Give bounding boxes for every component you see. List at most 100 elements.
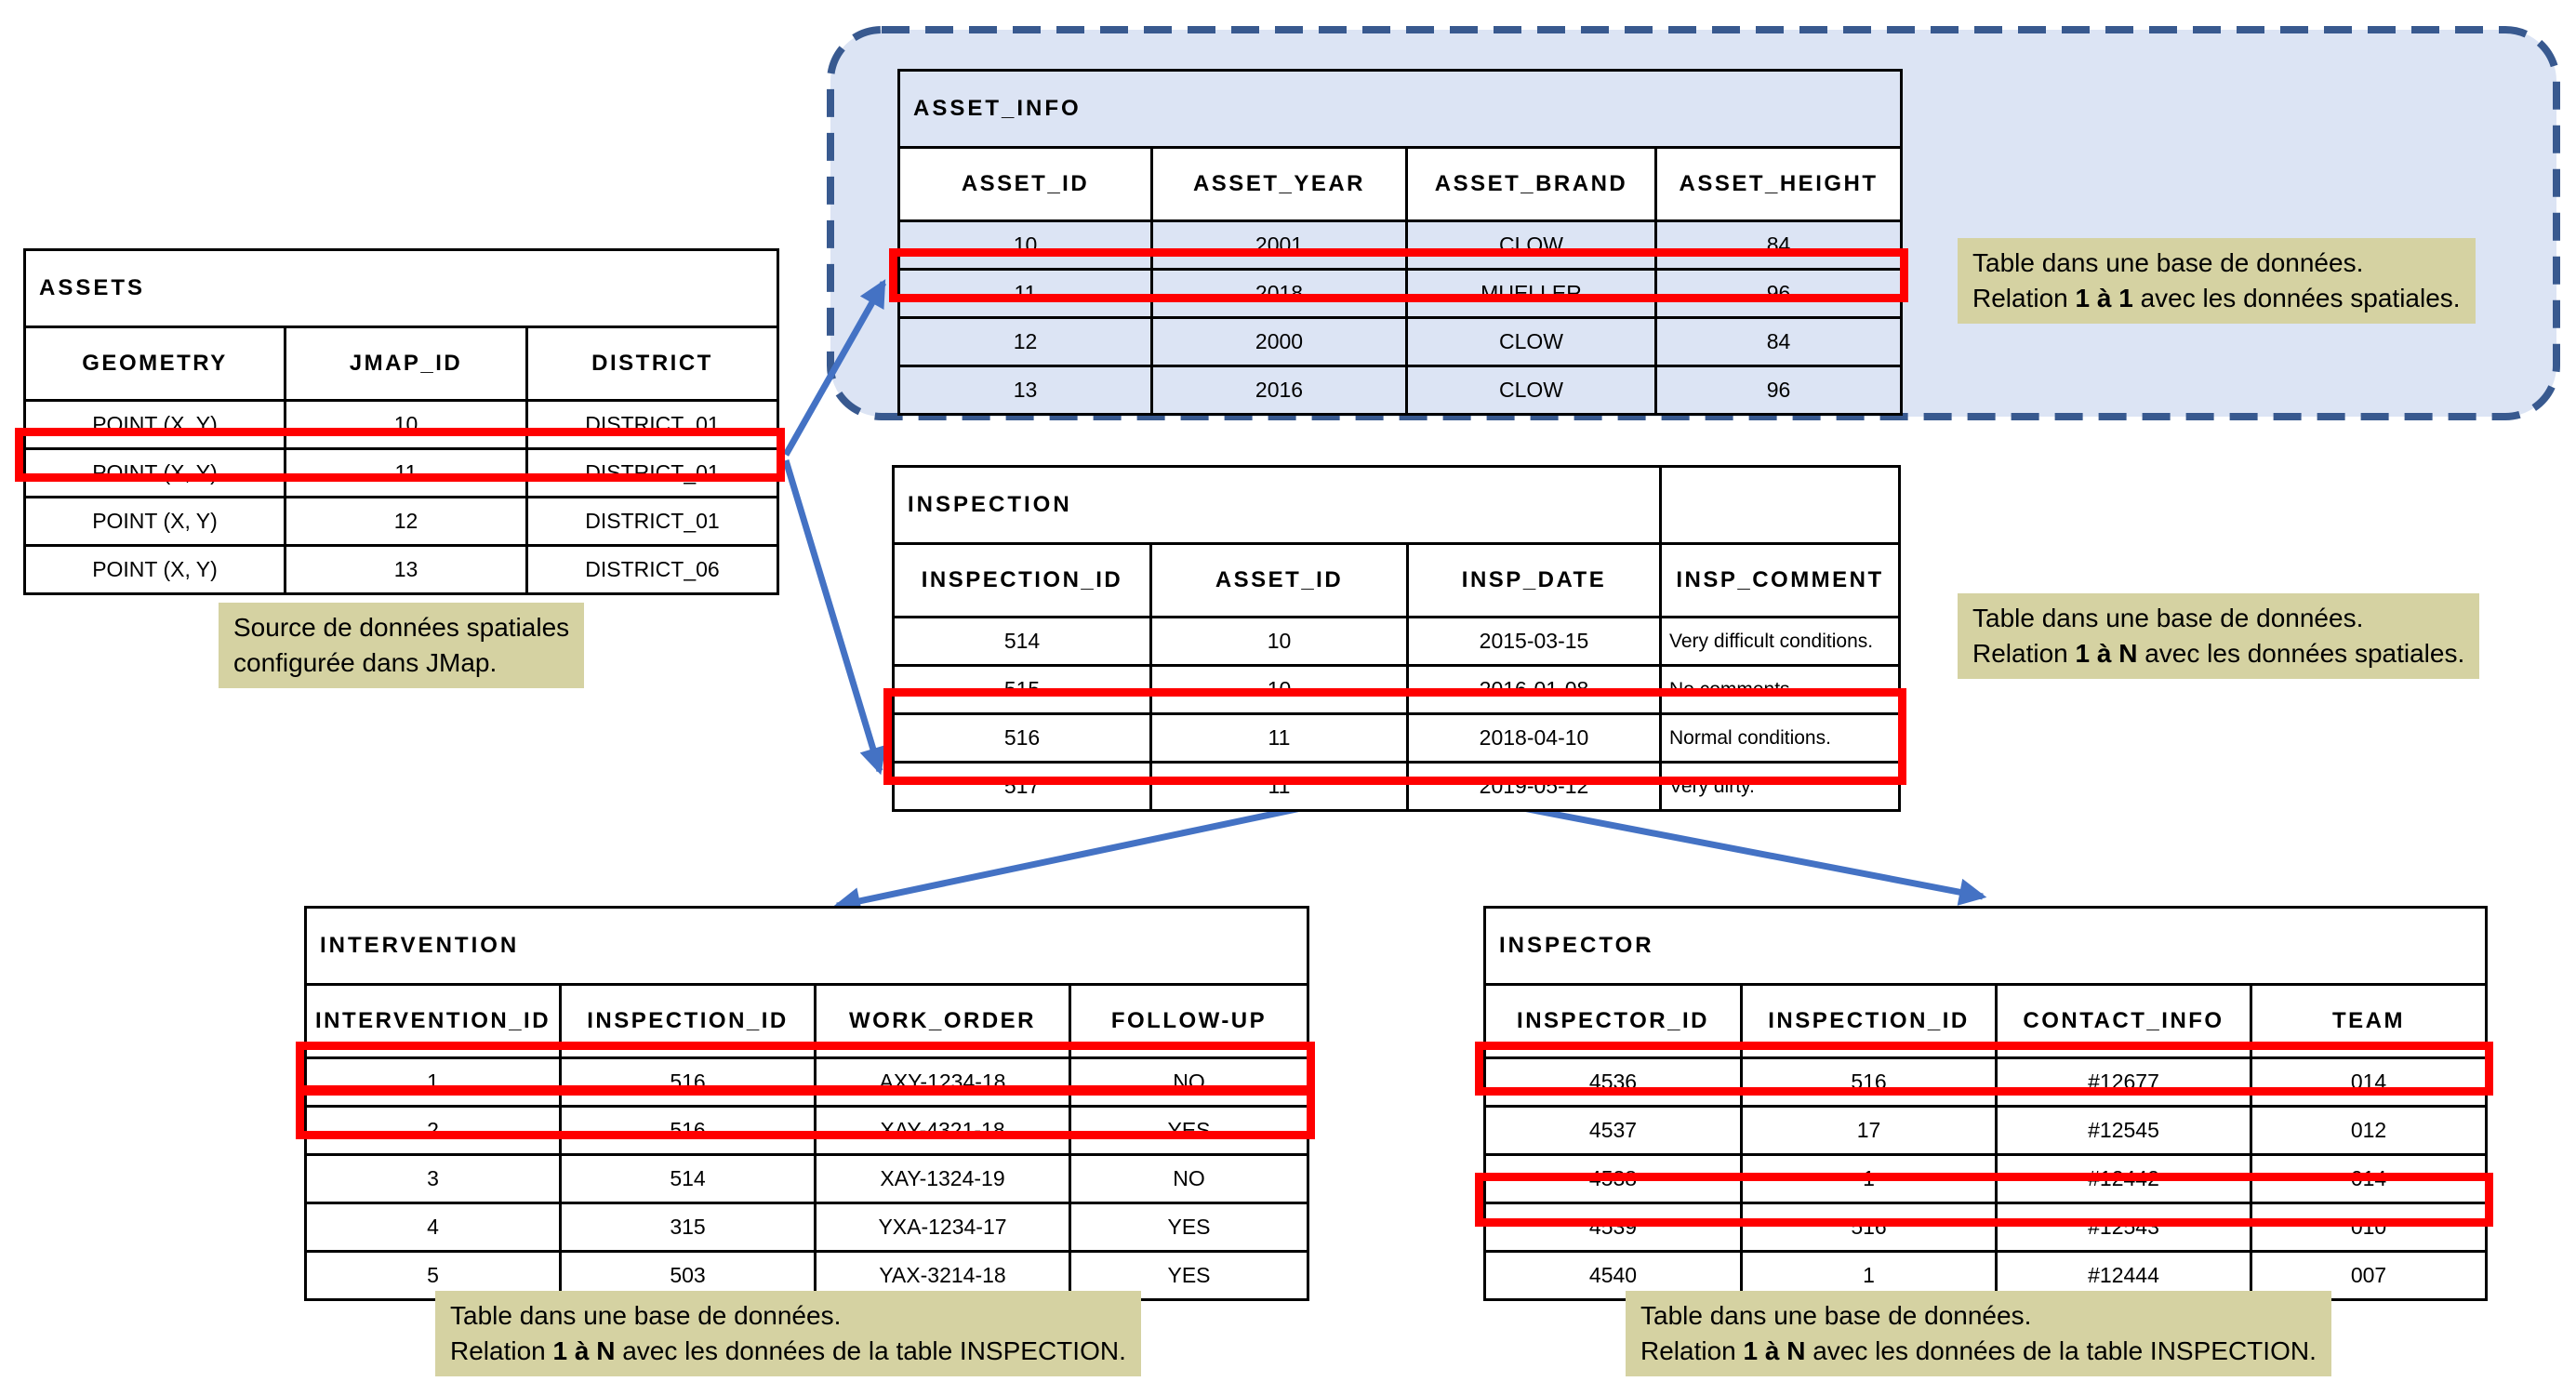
column-header: CONTACT_INFO <box>1995 983 2252 1059</box>
asset-info-table-title: ASSET_INFO <box>896 69 1904 149</box>
intervention-table-title: INTERVENTION <box>304 906 1309 986</box>
column-header: INSPECTOR_ID <box>1483 983 1743 1059</box>
arrow-assets-to-asset-info <box>782 279 887 457</box>
annotation-text: Relation <box>1972 639 2076 668</box>
table-cell: Very difficult conditions. <box>1659 616 1902 667</box>
table-cell: DISTRICT_06 <box>524 544 780 595</box>
table-cell: CLOW <box>1405 365 1657 416</box>
table-cell: 515 <box>892 664 1152 715</box>
table-cell: 1 <box>1740 1153 1998 1204</box>
table-cell: #12442 <box>1995 1153 2252 1204</box>
table-row: 13 2016 CLOW 96 <box>897 365 1904 416</box>
inspection-table: INSPECTION INSPECTION_ID ASSET_ID INSP_D… <box>891 465 1902 812</box>
annotation-line: Table dans une base de données. <box>1640 1301 2032 1330</box>
table-cell: 012 <box>2249 1105 2489 1156</box>
table-cell: 4537 <box>1483 1105 1743 1156</box>
table-cell: 10 <box>897 219 1153 271</box>
table-cell: No comments. <box>1659 664 1902 715</box>
annotation-text: Relation <box>450 1336 553 1365</box>
table-cell: 2019-05-12 <box>1405 761 1663 812</box>
column-header: ASSET_BRAND <box>1405 146 1657 222</box>
table-row: 4538 1 #12442 014 <box>1483 1153 2489 1204</box>
table-cell: 2 <box>304 1105 562 1156</box>
table-cell: 17 <box>1740 1105 1998 1156</box>
table-row: 3 514 XAY-1324-19 NO <box>304 1153 1309 1204</box>
column-header: INSP_COMMENT <box>1659 542 1902 618</box>
table-cell: 13 <box>284 544 528 595</box>
table-cell: #12545 <box>1995 1105 2252 1156</box>
annotation-line: Relation 1 à N avec les données spatiale… <box>1972 636 2464 671</box>
table-cell: 10 <box>284 399 528 450</box>
table-cell: 2018-04-10 <box>1405 712 1663 764</box>
annotation-text: avec les données de la table INSPECTION. <box>1805 1336 2317 1365</box>
table-row: 4 315 YXA-1234-17 YES <box>304 1202 1309 1253</box>
table-cell: CLOW <box>1405 219 1657 271</box>
annotation-text: Relation <box>1972 284 2076 312</box>
table-row: 11 2018 MUELLER 96 <box>897 268 1904 319</box>
table-cell: 4536 <box>1483 1056 1743 1108</box>
table-cell: Very dirty. <box>1659 761 1902 812</box>
table-cell: 516 <box>1740 1202 1998 1253</box>
table-cell: 2016 <box>1150 365 1408 416</box>
inspection-table-title: INSPECTION <box>891 465 1663 545</box>
column-header: ASSET_YEAR <box>1150 146 1408 222</box>
annotation-text: avec les données de la table INSPECTION. <box>615 1336 1126 1365</box>
column-header: ASSET_ID <box>897 146 1153 222</box>
table-cell: 517 <box>892 761 1152 812</box>
table-cell: 2001 <box>1150 219 1408 271</box>
table-cell: 2016-01-08 <box>1405 664 1663 715</box>
annotation-jmap-source: Source de données spatiales configurée d… <box>219 603 585 688</box>
intervention-table: INTERVENTION INTERVENTION_ID INSPECTION_… <box>304 906 1309 1301</box>
table-cell: NO <box>1069 1056 1309 1108</box>
table-cell: 11 <box>1149 712 1409 764</box>
table-cell: 84 <box>1653 219 1904 271</box>
table-cell: POINT (X, Y) <box>23 447 286 498</box>
column-header: FOLLOW-UP <box>1069 983 1309 1059</box>
table-cell: 12 <box>897 316 1153 367</box>
table-row: 517 11 2019-05-12 Very dirty. <box>892 761 1902 812</box>
table-cell: 2015-03-15 <box>1405 616 1663 667</box>
inspection-title-empty-cell <box>1659 465 1902 545</box>
table-cell: 96 <box>1653 365 1904 416</box>
table-cell: YES <box>1069 1202 1309 1253</box>
annotation-text: avec les données spatiales. <box>2137 639 2465 668</box>
annotation-bold-text: 1 à N <box>1743 1336 1806 1365</box>
table-cell: XAY-1324-19 <box>814 1153 1071 1204</box>
column-header: WORK_ORDER <box>814 983 1071 1059</box>
table-row: POINT (X, Y) 12 DISTRICT_01 <box>23 496 780 547</box>
column-header: ASSET_ID <box>1149 542 1409 618</box>
annotation-line: Relation 1 à N avec les données de la ta… <box>450 1334 1126 1369</box>
table-row: 4537 17 #12545 012 <box>1483 1105 2489 1156</box>
table-row: 10 2001 CLOW 84 <box>897 219 1904 271</box>
table-cell: 11 <box>897 268 1153 319</box>
table-cell: 96 <box>1653 268 1904 319</box>
table-cell: 1 <box>304 1056 562 1108</box>
table-row: 516 11 2018-04-10 Normal conditions. <box>892 712 1902 764</box>
table-cell: 516 <box>1740 1056 1998 1108</box>
table-cell: POINT (X, Y) <box>23 496 286 547</box>
table-row: 1 516 AXY-1234-18 NO <box>304 1056 1309 1108</box>
column-header: INTERVENTION_ID <box>304 983 562 1059</box>
table-cell: 2018 <box>1150 268 1408 319</box>
annotation-relation-1-n-inspector: Table dans une base de données. Relation… <box>1626 1291 2331 1376</box>
table-cell: YXA-1234-17 <box>814 1202 1071 1253</box>
table-cell: CLOW <box>1405 316 1657 367</box>
table-cell: #12677 <box>1995 1056 2252 1108</box>
column-header: INSP_DATE <box>1405 542 1663 618</box>
inspector-table: INSPECTOR INSPECTOR_ID INSPECTION_ID CON… <box>1482 906 2489 1301</box>
annotation-line: Table dans une base de données. <box>450 1301 842 1330</box>
annotation-line: Table dans une base de données. <box>1972 604 2364 632</box>
table-cell: 514 <box>559 1153 817 1204</box>
table-cell: #12543 <box>1995 1202 2252 1253</box>
table-cell: POINT (X, Y) <box>23 544 286 595</box>
annotation-line: Table dans une base de données. <box>1972 248 2364 277</box>
asset-info-table: ASSET_INFO ASSET_ID ASSET_YEAR ASSET_BRA… <box>896 69 1904 416</box>
table-row: 4539 516 #12543 010 <box>1483 1202 2489 1253</box>
table-row: 514 10 2015-03-15 Very difficult conditi… <box>892 616 1902 667</box>
inspector-table-title: INSPECTOR <box>1482 906 2489 986</box>
annotation-line: configurée dans JMap. <box>233 648 498 677</box>
table-row: POINT (X, Y) 10 DISTRICT_01 <box>23 399 780 450</box>
column-header: INSPECTION_ID <box>1740 983 1998 1059</box>
table-cell: 516 <box>892 712 1152 764</box>
